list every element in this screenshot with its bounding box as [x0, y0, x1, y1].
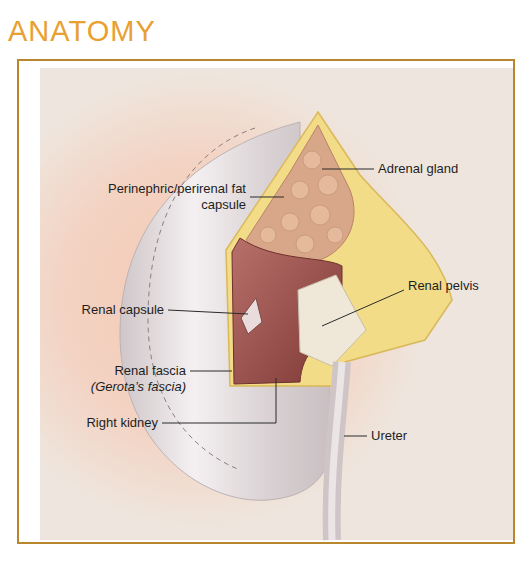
part-label: Adrenal gland [378, 161, 458, 177]
adrenal-lobules [260, 151, 343, 253]
renal-pelvis [298, 275, 366, 366]
background [40, 68, 513, 540]
leader-lines [162, 169, 404, 436]
part-label: Renal capsule [82, 302, 164, 318]
part-label: (Gerota’s fascia) [91, 379, 186, 395]
frame [18, 60, 514, 543]
renal-capsule-flap [241, 298, 262, 334]
ureter-highlight [332, 362, 342, 540]
part-label: Renal fascia [114, 363, 186, 379]
part-label: Renal pelvis [408, 278, 479, 294]
fat-capsule [226, 112, 452, 386]
part-label: Perinephric/perirenal fat capsule [96, 181, 246, 213]
part-label: Right kidney [86, 415, 158, 431]
page-title: ANATOMY [8, 14, 156, 48]
ureter [332, 362, 342, 540]
adrenal-gland [246, 125, 354, 262]
part-label: Ureter [371, 428, 407, 444]
